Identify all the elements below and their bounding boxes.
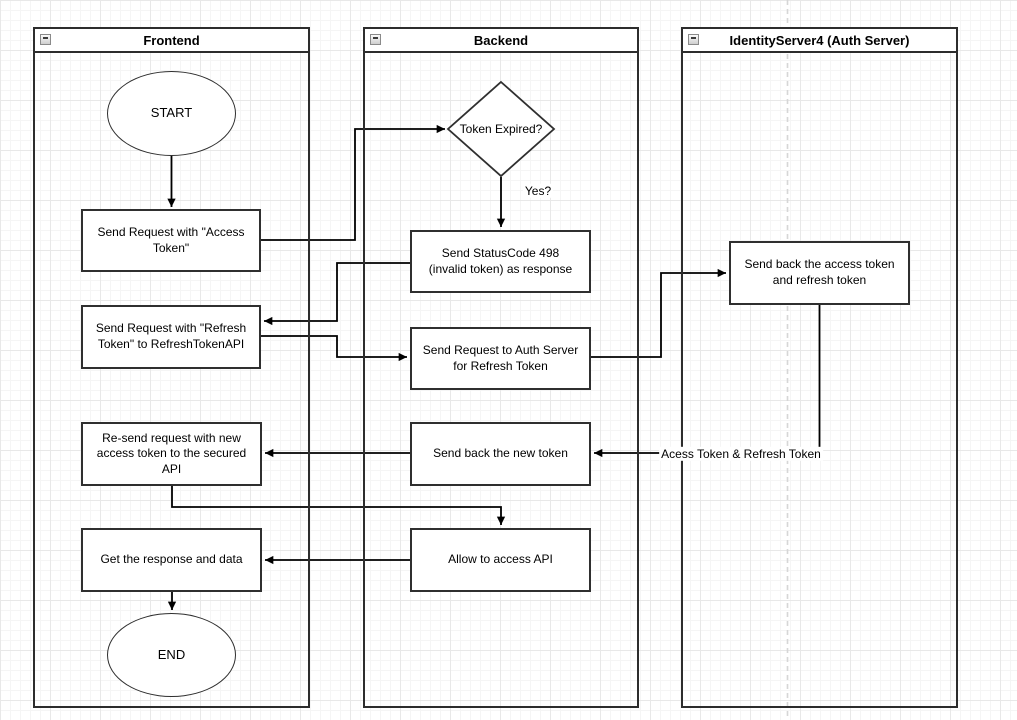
edge-label-yes[interactable]: Yes? (522, 183, 554, 199)
edge-request-auth-server-to-send-back-tokens[interactable] (591, 268, 726, 358)
node-send-access-token[interactable]: Send Request with "Access Token" (81, 209, 261, 272)
decision-token-expired[interactable] (446, 80, 556, 178)
node-status-code-498[interactable]: Send StatusCode 498 (invalid token) as r… (410, 230, 591, 293)
node-token-expired-label[interactable]: Token Expired? (459, 122, 543, 136)
node-start[interactable]: START (107, 71, 236, 156)
minus-icon (43, 37, 48, 39)
lane-backend[interactable]: Backend (363, 27, 639, 708)
lane-title-frontend: Frontend (143, 32, 200, 48)
lane-frontend[interactable]: Frontend (33, 27, 310, 708)
minus-icon (691, 37, 696, 39)
edge-resend-request-to-allow-access[interactable] (171, 486, 506, 525)
node-send-back-tokens[interactable]: Send back the access token and refresh t… (729, 241, 910, 305)
lane-header-backend[interactable]: Backend (365, 29, 637, 53)
node-send-refresh-token[interactable]: Send Request with "Refresh Token" to Ref… (81, 305, 261, 369)
node-request-auth-server[interactable]: Send Request to Auth Server for Refresh … (410, 327, 591, 390)
collapse-icon[interactable] (40, 34, 51, 45)
node-send-back-new-token[interactable]: Send back the new token (410, 422, 591, 486)
collapse-icon[interactable] (370, 34, 381, 45)
node-get-response[interactable]: Get the response and data (81, 528, 262, 592)
node-resend-request[interactable]: Re-send request with new access token to… (81, 422, 262, 486)
lane-identityserver[interactable]: IdentityServer4 (Auth Server) (681, 27, 958, 708)
lane-header-frontend[interactable]: Frontend (35, 29, 308, 53)
edge-status-code-to-send-refresh[interactable] (264, 262, 410, 326)
lane-header-identityserver[interactable]: IdentityServer4 (Auth Server) (683, 29, 956, 53)
lane-title-identityserver: IdentityServer4 (Auth Server) (729, 32, 910, 48)
edge-send-refresh-to-request-auth-server[interactable] (261, 335, 407, 362)
lane-title-backend: Backend (473, 32, 529, 48)
edge-label-tokens[interactable]: Acess Token & Refresh Token (659, 446, 823, 462)
collapse-icon[interactable] (688, 34, 699, 45)
node-allow-access-api[interactable]: Allow to access API (410, 528, 591, 592)
node-end[interactable]: END (107, 613, 236, 697)
minus-icon (373, 37, 378, 39)
